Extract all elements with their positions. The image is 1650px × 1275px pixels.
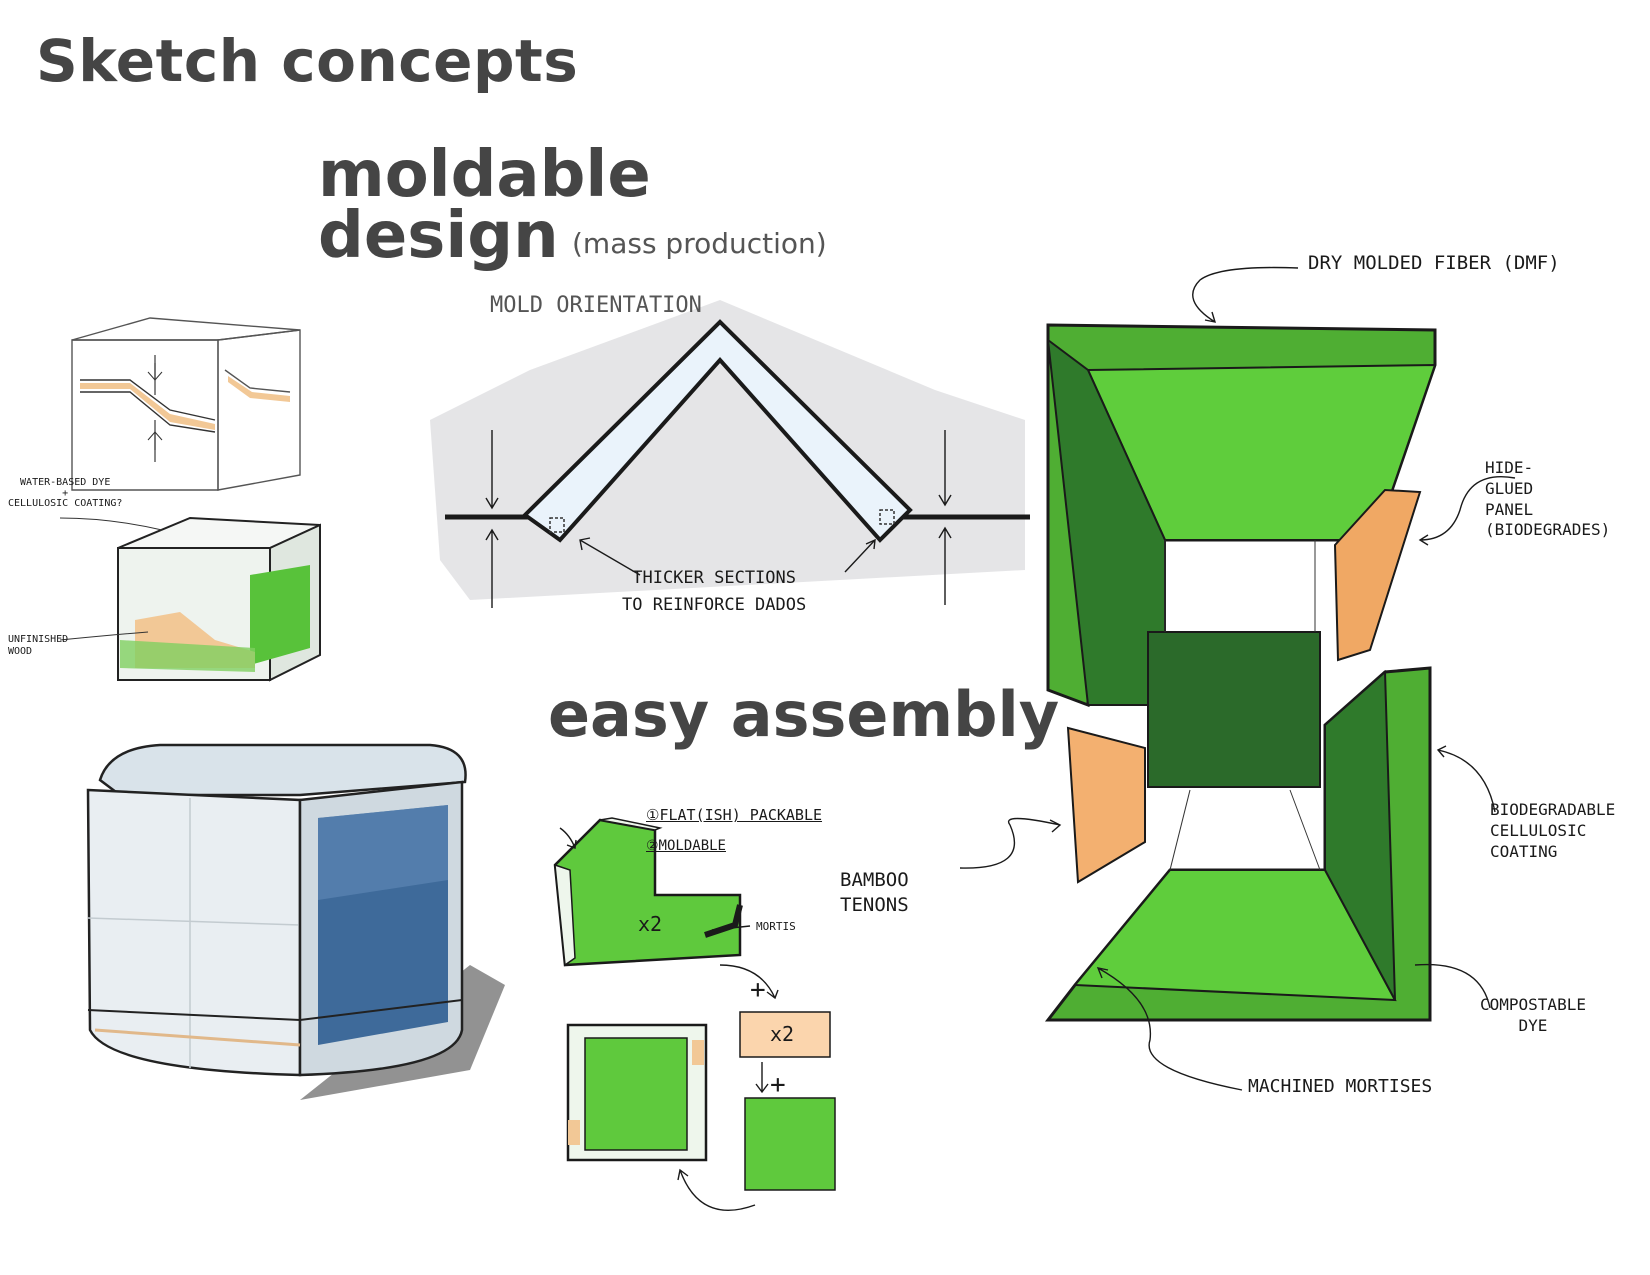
bamboo-tenons-label: BAMBOO TENONS bbox=[840, 868, 909, 917]
dry-molded-fiber-label: DRY MOLDED FIBER (DMF) bbox=[1308, 252, 1560, 275]
cellulosic-coating-label: BIODEGRADABLE CELLULOSIC COATING bbox=[1490, 800, 1615, 862]
machined-mortises-label: MACHINED MORTISES bbox=[1248, 1076, 1432, 1098]
compostable-dye-label: COMPOSTABLE DYE bbox=[1480, 995, 1586, 1037]
hide-glued-panel-label: HIDE- GLUED PANEL (BIODEGRADES) bbox=[1485, 458, 1610, 541]
